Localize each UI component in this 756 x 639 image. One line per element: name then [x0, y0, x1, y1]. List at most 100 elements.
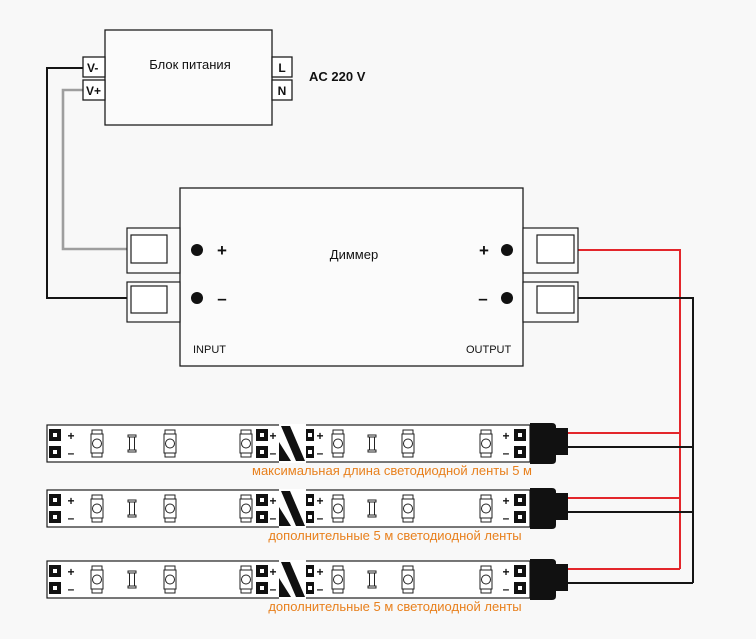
- smd-resistor-cap-bottom: [367, 449, 377, 453]
- pad-minus-sign: –: [317, 511, 324, 525]
- smd-resistor-body: [129, 436, 135, 451]
- terminal-l: L: [271, 56, 293, 78]
- terminal-n-label: N: [278, 84, 287, 98]
- solder-pad-hole: [260, 450, 264, 454]
- smd-resistor-cap-bottom: [127, 585, 137, 589]
- smd-led-lens: [241, 438, 251, 449]
- smd-led-cap-bottom: [164, 517, 176, 523]
- input-negative-dot: [191, 292, 203, 304]
- smd-resistor: [127, 570, 137, 589]
- smd-led-lens: [481, 574, 491, 585]
- input-connector-positive-socket: [130, 234, 168, 264]
- smd-resistor: [367, 570, 377, 589]
- solder-pad: [306, 582, 314, 594]
- wire-output-positive-bus: [578, 249, 681, 569]
- solder-pad: [49, 511, 61, 523]
- solder-pad: [306, 511, 314, 523]
- terminal-v-minus-box: [82, 56, 106, 78]
- smd-led-cap-top: [402, 494, 414, 500]
- strip-cut-mark: [279, 489, 306, 528]
- smd-resistor: [127, 434, 137, 453]
- solder-pad: [49, 565, 61, 577]
- cut-edge: [281, 426, 305, 461]
- led-strip: +–+–+–+–дополнительные 5 м светодиодной …: [46, 559, 568, 614]
- solder-pad: [306, 446, 314, 458]
- smd-led-lens: [333, 438, 343, 449]
- smd-led-cap-bottom: [240, 517, 252, 523]
- cut-edge: [281, 562, 305, 597]
- terminal-v-plus: V+: [82, 79, 106, 101]
- strip-cut-mark: [279, 560, 306, 599]
- output-negative-dot: [501, 292, 513, 304]
- smd-led-cap-bottom: [91, 452, 103, 458]
- solder-pad-hole: [518, 569, 522, 573]
- solder-pad: [514, 446, 526, 458]
- smd-led-lens: [403, 438, 413, 449]
- smd-led-cap-bottom: [480, 517, 492, 523]
- strip-caption: дополнительные 5 м светодиодной ленты: [268, 528, 521, 543]
- smd-led-lens: [333, 503, 343, 514]
- smd-led-cap-top: [240, 429, 252, 435]
- smd-resistor-cap-bottom: [127, 449, 137, 453]
- dimmer-body: [179, 187, 524, 367]
- smd-resistor: [127, 499, 137, 518]
- solder-pad-hole: [308, 586, 312, 590]
- output-label: OUTPUT: [466, 344, 512, 356]
- smd-led: [331, 565, 345, 594]
- input-negative-sign: –: [217, 289, 226, 308]
- strip-connector-plug: [530, 559, 568, 600]
- solder-pad-hole: [518, 586, 522, 590]
- solder-pad: [256, 582, 268, 594]
- pad-minus-sign: –: [270, 582, 277, 596]
- smd-led-cap-top: [332, 565, 344, 571]
- solder-pad-hole: [260, 433, 264, 437]
- smd-led: [479, 429, 493, 458]
- smd-led: [331, 494, 345, 523]
- smd-led: [163, 494, 177, 523]
- solder-pad-hole: [260, 498, 264, 502]
- smd-led-cap-top: [480, 429, 492, 435]
- solder-pad: [256, 565, 268, 577]
- smd-resistor-body: [129, 572, 135, 587]
- solder-pad-hole: [53, 515, 57, 519]
- led-strip: +–+–+–+–максимальная длина светодиодной …: [46, 423, 568, 478]
- solder-pad-hole: [53, 433, 57, 437]
- terminal-v-plus-label: V+: [86, 84, 101, 98]
- cut-corner: [279, 578, 291, 597]
- smd-led-cap-bottom: [402, 517, 414, 523]
- output-connector-negative-socket: [536, 285, 575, 314]
- smd-resistor-cap-bottom: [127, 514, 137, 518]
- smd-led-cap-bottom: [240, 588, 252, 594]
- solder-pad-hole: [260, 586, 264, 590]
- smd-led-cap-bottom: [91, 588, 103, 594]
- power-supply-body: [104, 29, 273, 126]
- smd-led-cap-bottom: [402, 452, 414, 458]
- smd-led-cap-bottom: [402, 588, 414, 594]
- pad-minus-sign: –: [503, 511, 510, 525]
- smd-resistor: [367, 434, 377, 453]
- solder-pad-hole: [53, 450, 57, 454]
- output-positive-dot: [501, 244, 513, 256]
- cut-edge: [281, 491, 305, 526]
- ac-input-label: AC 220 V: [309, 69, 366, 84]
- output-connector-positive-socket: [536, 234, 575, 264]
- solder-pad-hole: [260, 569, 264, 573]
- dimmer: Диммер + – + – INPUT OUTPUT: [126, 187, 579, 367]
- terminal-v-minus-label: V-: [87, 61, 98, 75]
- smd-led: [163, 565, 177, 594]
- pad-plus-sign: +: [502, 565, 509, 579]
- pad-plus-sign: +: [502, 429, 509, 443]
- smd-resistor-body: [369, 572, 375, 587]
- solder-pad-hole: [518, 433, 522, 437]
- smd-led-cap-top: [240, 494, 252, 500]
- smd-led: [163, 429, 177, 458]
- smd-led: [90, 565, 104, 594]
- pad-plus-sign: +: [67, 494, 74, 508]
- smd-led: [331, 429, 345, 458]
- smd-led-lens: [241, 574, 251, 585]
- power-supply-label: Блок питания: [149, 57, 230, 72]
- solder-pad: [49, 446, 61, 458]
- strip-connector-plug: [530, 488, 568, 529]
- input-connector-positive: [126, 227, 181, 274]
